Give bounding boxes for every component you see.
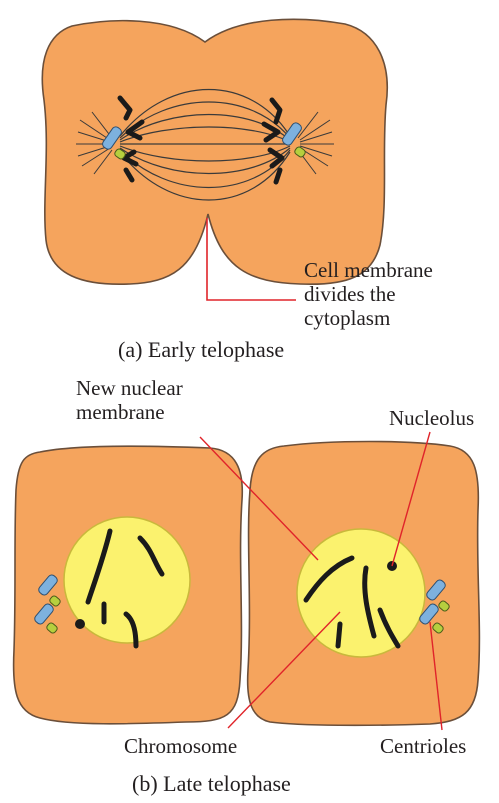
- label-new-nuclear-membrane-line-1: New nuclear: [76, 376, 183, 400]
- caption-early-telophase: (a) Early telophase: [118, 338, 284, 362]
- chromosome: [338, 624, 340, 646]
- label-new-nuclear-membrane: New nuclear membrane: [76, 376, 183, 424]
- label-cell-membrane-line-3: cytoplasm: [304, 306, 433, 330]
- nucleus-right: [297, 529, 425, 657]
- label-cell-membrane-line-1: Cell membrane: [304, 258, 433, 282]
- label-cell-membrane-line-2: divides the: [304, 282, 433, 306]
- label-nucleolus: Nucleolus: [389, 406, 474, 430]
- caption-late-telophase: (b) Late telophase: [132, 772, 291, 796]
- label-cell-membrane: Cell membrane divides the cytoplasm: [304, 258, 433, 330]
- panel-b-late-telophase: [14, 432, 480, 730]
- label-new-nuclear-membrane-line-2: membrane: [76, 400, 183, 424]
- dividing-cell-body: [42, 19, 387, 284]
- nucleolus-left: [75, 619, 85, 629]
- label-centrioles: Centrioles: [380, 734, 466, 758]
- label-chromosome: Chromosome: [124, 734, 237, 758]
